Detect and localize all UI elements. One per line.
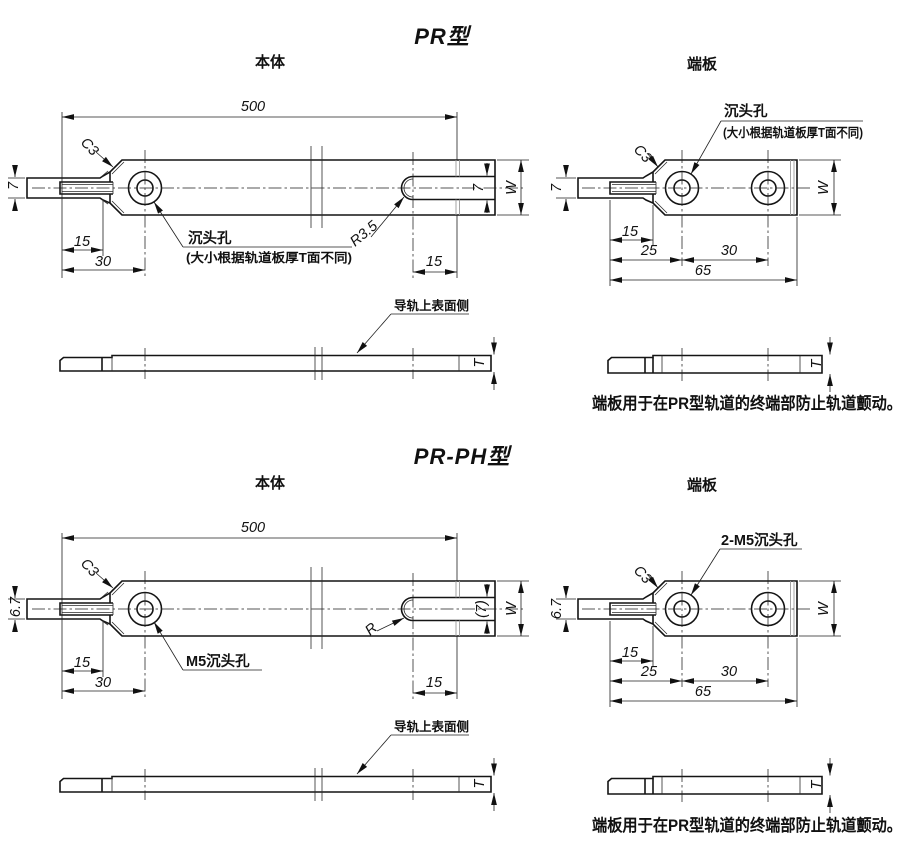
- plate-dim-hole-pitch: 30: [721, 243, 737, 259]
- dim-groove-width: 6.7: [8, 596, 24, 617]
- section-note: 端板用于在PR型轨道的终端部防止轨道颤动。: [592, 815, 902, 835]
- dim-rail-width: W: [504, 601, 520, 616]
- surface-leader: [356, 313, 392, 354]
- surface-label: 导轨上表面侧: [394, 298, 469, 313]
- radius-leader: [376, 617, 405, 632]
- section-title: PR-PH型: [414, 444, 512, 469]
- dim-rail-width: W: [504, 180, 520, 195]
- hole-note: (大小根据轨道板厚T面不同): [186, 250, 352, 265]
- plate-view-label: 端板: [687, 476, 718, 494]
- dim-end-offset: 15: [426, 675, 443, 691]
- dim-offset-b: 30: [95, 675, 111, 691]
- body-side-geometry: [60, 758, 494, 811]
- dim-thickness: T: [472, 357, 488, 367]
- dim-end-offset: 15: [426, 254, 443, 270]
- plate-chamfer-leader: [647, 153, 659, 168]
- dim-offset-a: 15: [74, 655, 91, 671]
- plate-view-label: 端板: [687, 55, 718, 73]
- plate-dim-offset-b: 25: [640, 243, 658, 259]
- plate-dim-rail-width: W: [816, 180, 832, 195]
- plate-hole-note: (大小根据轨道板厚T面不同): [723, 125, 863, 140]
- plate-dim-length: 65: [695, 684, 712, 700]
- dim-chamfer: C3: [77, 556, 101, 580]
- dim-length: 500: [241, 520, 265, 536]
- plate-side-geometry: [608, 758, 830, 813]
- pr-ph-section: PR-PH型 本体 端板 500 C3 6.7 15 30 M5沉头孔 R (7…: [8, 444, 902, 835]
- plate-dim-groove-width: 6.7: [549, 598, 565, 619]
- plate-chamfer-leader: [647, 574, 659, 589]
- plate-dim-offset-b: 25: [640, 664, 658, 680]
- plate-dim-thickness: T: [809, 779, 825, 789]
- plate-dim-hole-pitch: 30: [721, 664, 737, 680]
- surface-label: 导轨上表面侧: [394, 719, 469, 734]
- plate-dim-chamfer: C3: [630, 563, 654, 587]
- dim-slot-radius: R3.5: [347, 218, 381, 251]
- dim-chamfer: C3: [77, 135, 101, 159]
- plate-dim-length: 65: [695, 263, 712, 279]
- pr-ph-geometry: [8, 533, 841, 813]
- body-side-geometry: [60, 337, 494, 390]
- dim-thickness: T: [472, 778, 488, 788]
- body-view-label: 本体: [255, 474, 286, 492]
- plate-hole-leader: [690, 548, 721, 596]
- plate-hole-label: 沉头孔: [724, 102, 768, 120]
- dim-offset-b: 30: [95, 254, 111, 270]
- chamfer-leader: [95, 151, 114, 168]
- section-title: PR型: [414, 24, 472, 49]
- plate-hole-leader: [690, 120, 722, 175]
- body-view-label: 本体: [255, 53, 286, 71]
- hole-label: 沉头孔: [188, 229, 232, 247]
- plate-hole-label: 2-M5沉头孔: [721, 531, 798, 549]
- hole-leader: [153, 201, 184, 248]
- hole-leader: [153, 621, 184, 671]
- plate-dim-chamfer: C3: [630, 142, 654, 166]
- pr-section: PR型 本体 端板 500 C3 7 15 30 沉头孔 (大小根据轨道板厚T面…: [6, 24, 902, 413]
- chamfer-leader: [95, 572, 114, 589]
- section-note: 端板用于在PR型轨道的终端部防止轨道颤动。: [592, 393, 902, 413]
- dim-groove-width: 7: [6, 181, 22, 190]
- plate-dim-offset-a: 15: [622, 645, 639, 661]
- plate-dim-thickness: T: [809, 358, 825, 368]
- plate-side-geometry: [608, 337, 830, 392]
- surface-leader: [356, 734, 392, 775]
- dim-offset-a: 15: [74, 234, 91, 250]
- radius-leader: [370, 196, 405, 238]
- dim-length: 500: [241, 99, 265, 115]
- dim-slot-width: (7): [474, 600, 490, 618]
- plate-dim-offset-a: 15: [622, 224, 639, 240]
- plate-dim-rail-width: W: [816, 601, 832, 616]
- hole-label: M5沉头孔: [186, 652, 250, 670]
- dim-slot-width: 7: [471, 183, 487, 192]
- plate-dim-groove-width: 7: [549, 183, 565, 192]
